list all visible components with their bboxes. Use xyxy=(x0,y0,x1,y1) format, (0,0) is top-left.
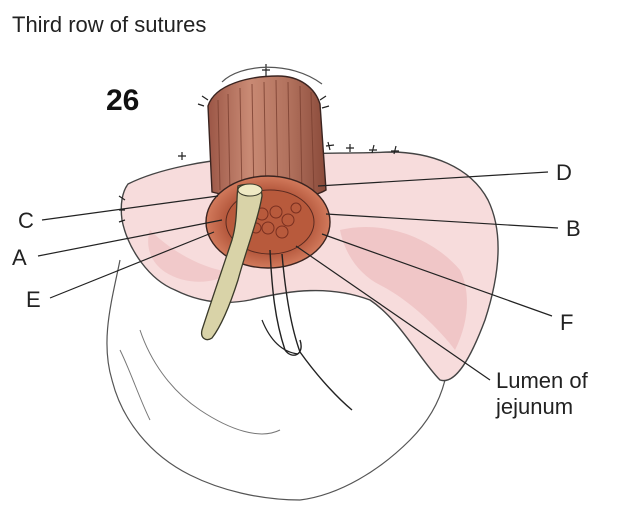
lower-tissue-fold-2 xyxy=(120,350,150,420)
label-f: F xyxy=(560,310,573,336)
label-b: B xyxy=(566,216,581,242)
label-e: E xyxy=(26,287,41,313)
catheter-tip xyxy=(238,184,262,196)
label-lumen-of-jejunum: Lumen of jejunum xyxy=(496,368,588,420)
lower-tissue-fold xyxy=(140,330,280,434)
label-c: C xyxy=(18,208,34,234)
label-a: A xyxy=(12,245,27,271)
label-d: D xyxy=(556,160,572,186)
